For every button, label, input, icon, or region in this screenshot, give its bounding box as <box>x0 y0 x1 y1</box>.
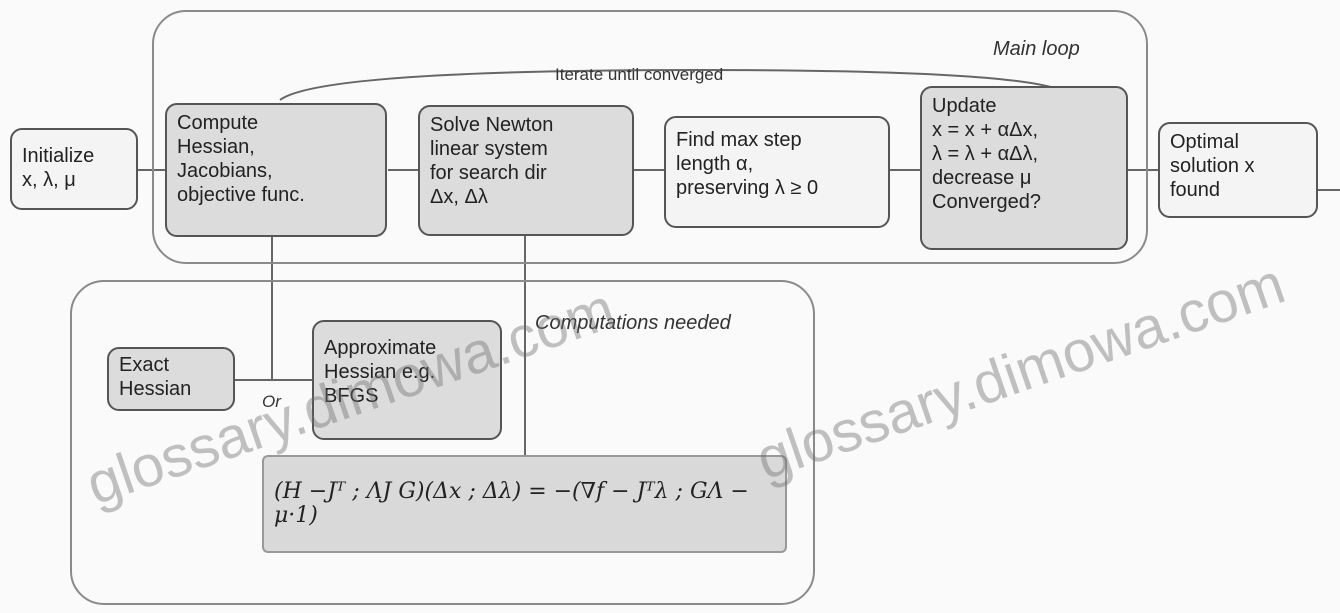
main-loop-group <box>152 10 1148 264</box>
initialize-box: Initialize x, λ, μ <box>10 128 138 210</box>
approximate-hessian-box: Approximate Hessian e.g. BFGS <box>312 320 502 440</box>
exact-hessian-box: Exact Hessian <box>107 347 235 411</box>
newton-system-equation: (H −Jᵀ ; ΛJ G)(Δx ; Δλ) = −(∇f − Jᵀλ ; G… <box>262 455 787 553</box>
update-box: Update x = x + αΔx, λ = λ + αΔλ, decreas… <box>920 86 1128 250</box>
optimal-solution-box: Optimal solution x found <box>1158 122 1318 218</box>
compute-hessian-box: Compute Hessian, Jacobians, objective fu… <box>165 103 387 237</box>
or-label: Or <box>262 392 281 411</box>
computations-label: Computations needed <box>535 312 731 334</box>
computations-group <box>70 280 815 605</box>
iterate-loop-arc <box>279 68 1061 101</box>
main-loop-label: Main loop <box>993 38 1080 60</box>
solve-newton-box: Solve Newton linear system for search di… <box>418 105 634 236</box>
iterate-loop-label: Iterate until converged <box>555 65 724 84</box>
find-step-box: Find max step length α, preserving λ ≥ 0 <box>664 116 890 228</box>
